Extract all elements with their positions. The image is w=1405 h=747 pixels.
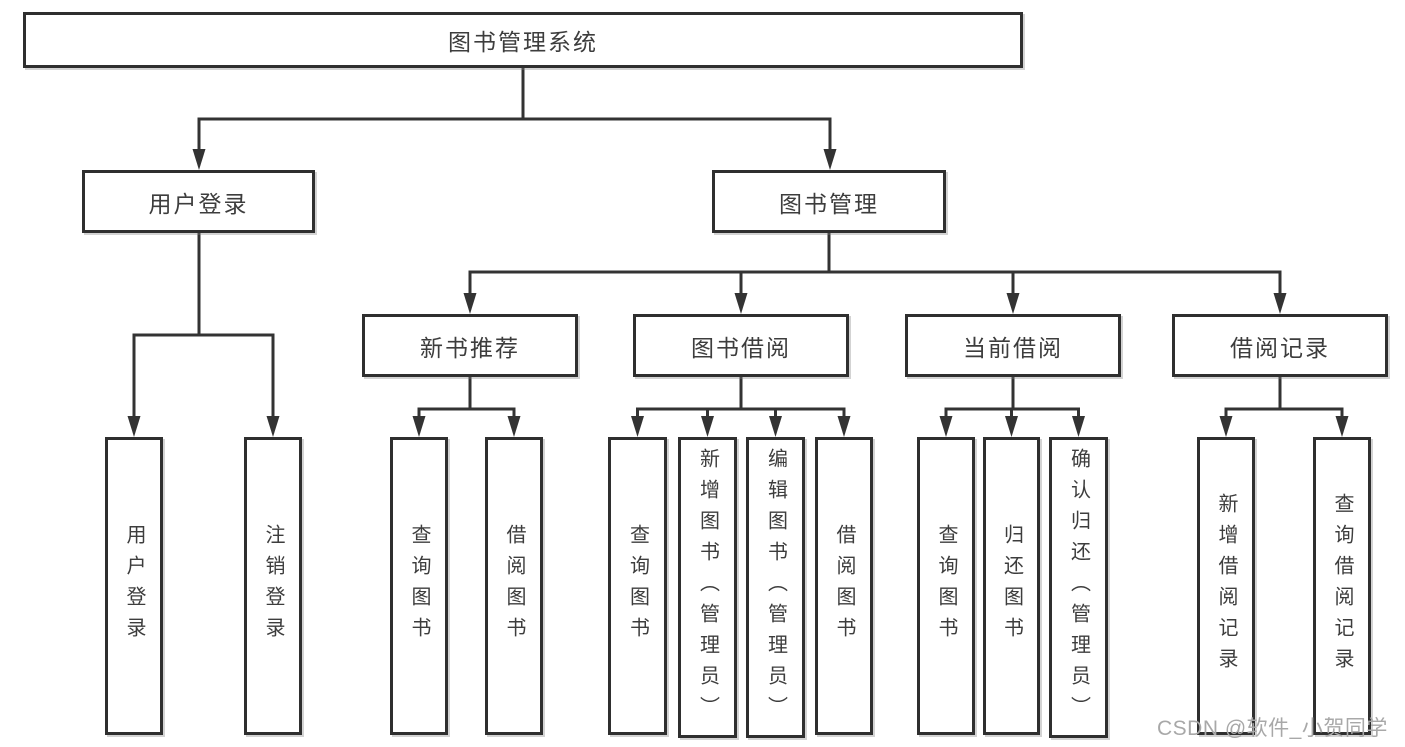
node-leaf-add-borrow-record: 新增借阅记录 xyxy=(1197,437,1255,735)
node-leaf-user-login: 用户登录 xyxy=(105,437,163,735)
node-leaf-borrow-books-2: 借阅图书 xyxy=(815,437,873,735)
node-user-login: 用户登录 xyxy=(82,170,315,233)
connector-book-borrow-children xyxy=(631,377,851,437)
node-leaf-borrow-books-1: 借阅图书 xyxy=(485,437,543,735)
node-leaf-edit-books-admin: 编辑图书（管理员） xyxy=(746,437,805,738)
node-leaf-confirm-return-admin: 确认归还（管理员） xyxy=(1049,437,1108,738)
connector-new-book-children xyxy=(412,377,521,437)
connector-current-borrow-children xyxy=(939,377,1085,437)
node-current-borrowing: 当前借阅 xyxy=(905,314,1121,377)
node-leaf-return-books: 归还图书 xyxy=(983,437,1040,735)
connector-user-login-children xyxy=(127,233,280,437)
node-book-borrowing: 图书借阅 xyxy=(633,314,849,377)
node-leaf-query-books-3: 查询图书 xyxy=(917,437,975,735)
connector-book-management-children xyxy=(463,233,1287,314)
node-leaf-logout: 注销登录 xyxy=(244,437,302,735)
node-new-book-recommend: 新书推荐 xyxy=(362,314,578,377)
connector-root-to-level2 xyxy=(192,68,837,170)
node-leaf-query-borrow-record: 查询借阅记录 xyxy=(1313,437,1371,735)
node-leaf-query-books-1: 查询图书 xyxy=(390,437,448,735)
node-leaf-add-books-admin: 新增图书（管理员） xyxy=(678,437,737,738)
node-book-management: 图书管理 xyxy=(712,170,946,233)
node-leaf-query-books-2: 查询图书 xyxy=(608,437,667,735)
node-library-management-system: 图书管理系统 xyxy=(23,12,1023,68)
node-borrowing-records: 借阅记录 xyxy=(1172,314,1388,377)
connector-borrow-record-children xyxy=(1219,377,1349,437)
watermark: CSDN @软件_小贺同学 xyxy=(1157,717,1388,740)
